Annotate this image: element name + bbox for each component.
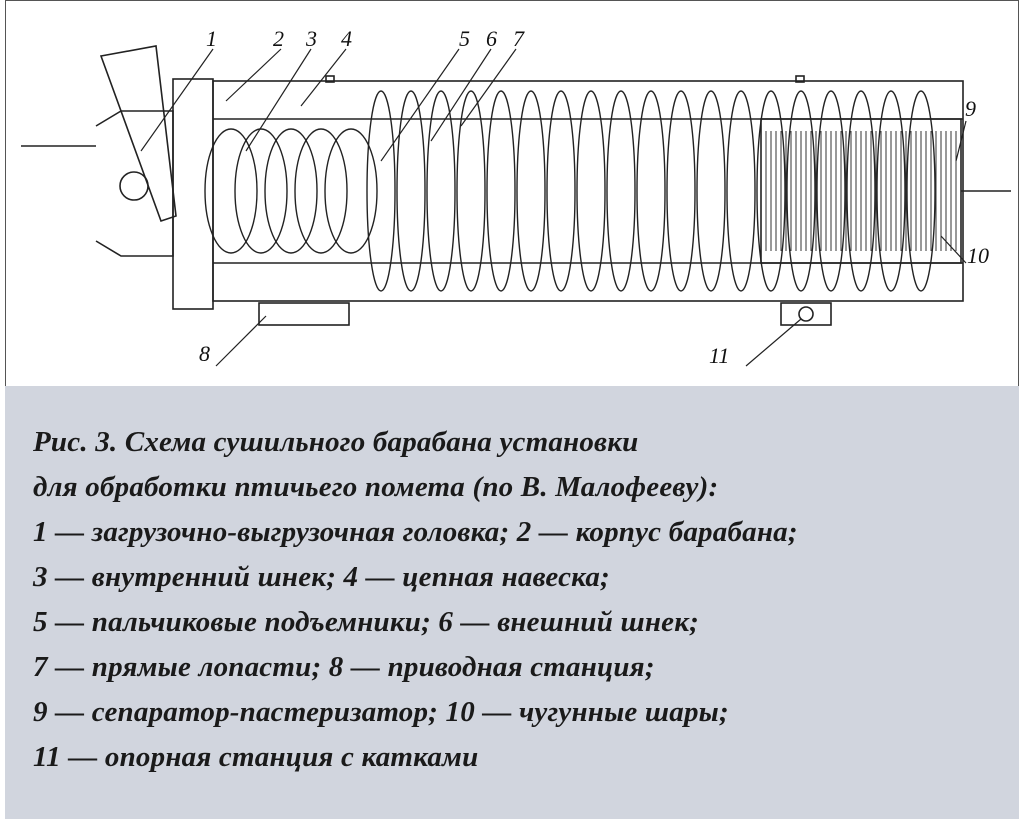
screw-loop — [426, 90, 456, 292]
callout-9: 9 — [965, 96, 976, 121]
callout-labels: 1 2 3 4 5 6 7 8 9 10 11 — [199, 26, 989, 368]
separator-bars — [765, 131, 957, 251]
leader-lines — [140, 48, 967, 367]
drum-schematic: 1 2 3 4 5 6 7 8 9 10 11 — [5, 0, 1019, 386]
screw-loop — [234, 128, 288, 254]
callout-3: 3 — [305, 26, 317, 51]
screw-loop — [264, 128, 318, 254]
drum-body — [212, 80, 964, 302]
screw-loop — [756, 90, 786, 292]
screw-loop — [606, 90, 636, 292]
support-station — [780, 302, 832, 326]
loading-head — [95, 110, 174, 257]
hopper-chute — [99, 45, 177, 223]
screw-loop — [666, 90, 696, 292]
callout-5: 5 — [459, 26, 470, 51]
screw-loop — [786, 90, 816, 292]
caption-line: 1 — загрузочно-выгрузочная головка; 2 — … — [33, 516, 798, 548]
screw-loop — [636, 90, 666, 292]
screw-loop — [366, 90, 396, 292]
callout-8: 8 — [199, 341, 210, 366]
screw-loop — [324, 128, 378, 254]
screw-loops — [204, 90, 936, 292]
screw-loop — [696, 90, 726, 292]
figure-caption: Рис. 3. Схема сушильного барабана устано… — [5, 386, 1019, 819]
callout-10: 10 — [967, 243, 989, 268]
screw-loop — [816, 90, 846, 292]
callout-4: 4 — [341, 26, 352, 51]
callout-11: 11 — [709, 343, 729, 368]
screw-loop — [726, 90, 756, 292]
drum-drawing: 1 2 3 4 5 6 7 8 9 10 11 — [21, 26, 1011, 368]
caption-line: 7 — прямые лопасти; 8 — приводная станци… — [33, 651, 655, 683]
caption-line: для обработки птичьего помета (по В. Мал… — [33, 471, 719, 503]
callout-7: 7 — [513, 26, 525, 51]
caption-line: 11 — опорная станция с катками — [33, 741, 479, 773]
caption-line: 3 — внутренний шнек; 4 — цепная навеска; — [33, 561, 610, 593]
screw-loop — [516, 90, 546, 292]
screw-loop — [456, 90, 486, 292]
caption-title: Рис. 3. Схема сушильного барабана устано… — [33, 426, 639, 458]
screw-loop — [486, 90, 516, 292]
screw-loop — [846, 90, 876, 292]
callout-2: 2 — [273, 26, 284, 51]
caption-line: 9 — сепаратор-пастеризатор; 10 — чугунны… — [33, 696, 729, 728]
callout-1: 1 — [206, 26, 217, 51]
screw-loop — [876, 90, 906, 292]
head-port — [119, 171, 149, 201]
screw-loop — [546, 90, 576, 292]
screw-loop — [576, 90, 606, 292]
screw-loop — [204, 128, 258, 254]
screw-loop — [294, 128, 348, 254]
head-flange — [172, 78, 214, 310]
drive-station — [258, 302, 350, 326]
screw-loop — [396, 90, 426, 292]
callout-6: 6 — [486, 26, 497, 51]
separator-section — [760, 118, 962, 264]
screw-loop — [906, 90, 936, 292]
caption-line: 5 — пальчиковые подъемники; 6 — внешний … — [33, 606, 699, 638]
